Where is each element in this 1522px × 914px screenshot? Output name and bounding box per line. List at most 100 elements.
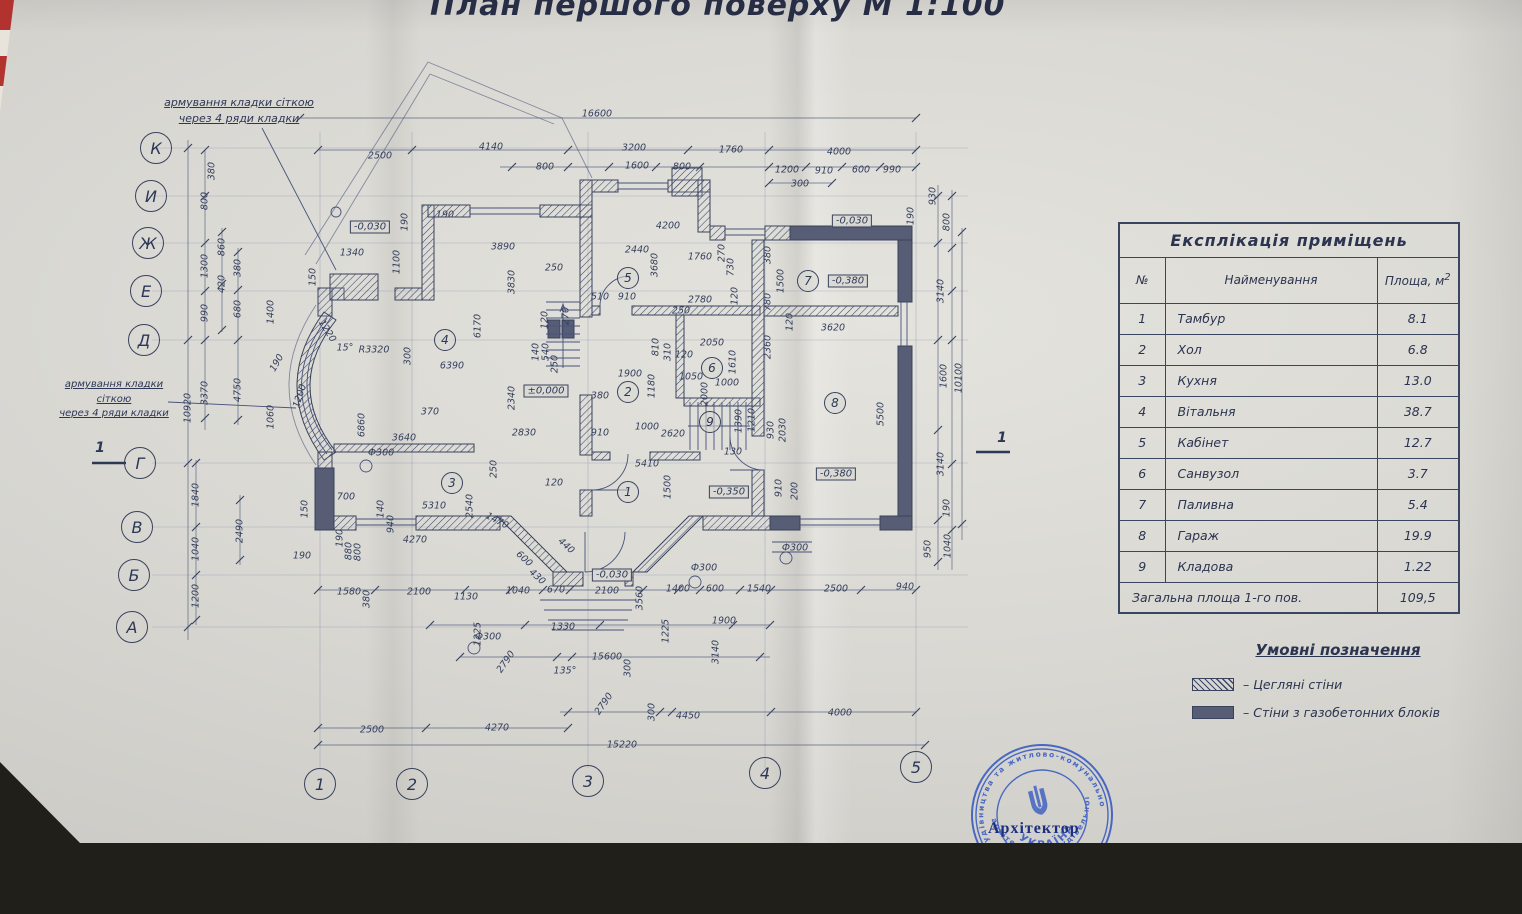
dimension-label: 1610 (728, 350, 739, 374)
legend: Умовні позначення – Цегляні стіни– Стіни… (1192, 641, 1484, 733)
dimension-label: 2030 (778, 418, 789, 442)
dimension-label: 1600 (625, 161, 649, 172)
dimension-label: 950 (923, 540, 934, 558)
dimension-label: 910 (774, 479, 785, 497)
brick-wall-swatch (1192, 678, 1234, 691)
dimension-label: 190 (906, 207, 917, 225)
rebar-note-top: армування кладки сіткою через 4 ряди кла… (150, 95, 328, 127)
dimension-label: 670 (547, 585, 565, 596)
room-number-5: 5 (617, 267, 639, 289)
dimension-label: 1200 (291, 383, 309, 409)
section-mark: 1 (997, 430, 1007, 446)
room-area: 8.1 (1377, 303, 1459, 334)
room-index: 7 (1119, 489, 1165, 520)
room-number-1: 1 (617, 481, 639, 503)
dimension-label: 4000 (827, 147, 851, 158)
dimension-label: 250 (489, 460, 500, 478)
room-index: 5 (1119, 427, 1165, 458)
legend-label: – Цегляні стіни (1243, 677, 1342, 692)
room-area: 5.4 (1377, 489, 1459, 520)
dimension-label: 800 (673, 162, 691, 173)
dimension-label: 300 (791, 179, 809, 190)
trident-emblem (1027, 784, 1050, 817)
dimension-label: 420 (217, 275, 228, 293)
dimension-label: 6860 (357, 413, 368, 437)
dimension-label: 4450 (676, 711, 700, 722)
dimension-label: 1000 (635, 422, 659, 433)
block-wall-swatch (1192, 706, 1234, 719)
dimension-label: 3370 (200, 381, 211, 405)
room-index: 8 (1119, 520, 1165, 551)
dimension-label: 3140 (936, 279, 947, 303)
dimension-label: 3890 (491, 242, 515, 253)
room-index: 6 (1119, 458, 1165, 489)
dimension-label: 4140 (479, 142, 503, 153)
dimension-label: 150 (308, 268, 319, 286)
explication-total-row: Загальна площа 1-го пов. 109,5 (1119, 582, 1459, 613)
dimension-label: 300 (623, 659, 634, 677)
dimension-label: 1060 (266, 405, 277, 429)
room-number-6: 6 (701, 357, 723, 379)
dimension-label: 120 (540, 311, 551, 329)
room-area: 1.22 (1377, 551, 1459, 582)
dimension-label: 4270 (485, 723, 509, 734)
dimension-label: 2500 (360, 725, 384, 736)
dimension-label: 190 (436, 210, 454, 221)
room-area: 6.8 (1377, 334, 1459, 365)
room-name: Гараж (1165, 520, 1377, 551)
rebar-note-left: армування кладки сіткою через 4 ряди кла… (46, 378, 182, 422)
dimension-label: 6390 (440, 361, 464, 372)
dimension-label: 1050 (679, 372, 703, 383)
dimension-label: 1040 (943, 534, 954, 558)
dimension-label: 1760 (719, 145, 743, 156)
dimension-label: 1130 (454, 592, 478, 603)
dimension-label: 2780 (688, 295, 712, 306)
dimension-label: 2340 (507, 386, 518, 410)
dimension-label: 1500 (663, 475, 674, 499)
dimension-label: 1330 (551, 622, 575, 633)
room-number-8: 8 (824, 392, 846, 414)
room-number-4: 4 (434, 329, 456, 351)
note-line: через 4 ряди кладки (150, 111, 328, 127)
dimension-label: 380 (362, 590, 373, 608)
dimension-label: 600 (852, 165, 870, 176)
dimension-label: 5410 (635, 459, 659, 470)
dimension-label: 800 (353, 543, 364, 561)
dimension-label: 3140 (936, 452, 947, 476)
dimension-label: 3680 (650, 253, 661, 277)
elevation-mark: ±0,000 (523, 385, 568, 398)
dimension-label: 1400 (266, 300, 277, 324)
room-index: 2 (1119, 334, 1165, 365)
dimension-label: 270 (561, 307, 572, 325)
dimension-label: 2360 (763, 335, 774, 359)
axis-col-2: 2 (396, 768, 428, 800)
room-index: 4 (1119, 396, 1165, 427)
dimension-label: 1580 (337, 587, 361, 598)
dimension-label: 150 (300, 500, 311, 518)
dimension-label: 910 (618, 292, 636, 303)
dimension-label: Ф300 (368, 448, 394, 459)
axis-row-К: К (140, 132, 172, 164)
dimension-label: 940 (386, 515, 397, 533)
legend-title: Умовні позначення (1192, 641, 1484, 659)
blueprint-paper: План першого поверху М 1:100 (0, 0, 1522, 843)
dimension-label: 15220 (607, 740, 637, 751)
dimension-label: 370 (421, 407, 439, 418)
dimension-label: 4000 (828, 708, 852, 719)
axis-row-И: И (135, 180, 167, 212)
dimension-label: 2790 (593, 691, 616, 717)
dimension-label: 2440 (625, 245, 649, 256)
room-name: Кухня (1165, 365, 1377, 396)
room-name: Кабінет (1165, 427, 1377, 458)
room-area: 19.9 (1377, 520, 1459, 551)
dimension-label: 1600 (939, 364, 950, 388)
dimension-label: 120 (545, 478, 563, 489)
dimension-label: Ф300 (691, 563, 717, 574)
dimension-label: 1900 (712, 616, 736, 627)
dimension-label: 2540 (465, 494, 476, 518)
dimension-label: 4200 (656, 221, 680, 232)
dimension-label: 940 (896, 582, 914, 593)
room-name: Паливна (1165, 489, 1377, 520)
dimension-label: 10920 (183, 393, 194, 423)
